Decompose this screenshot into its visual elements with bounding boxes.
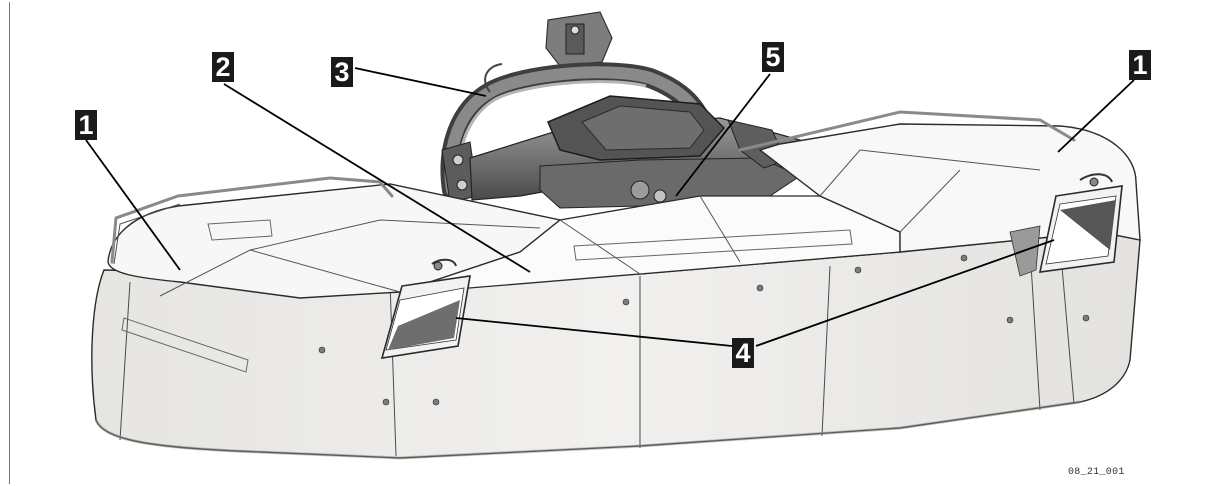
callout-3: 3 — [331, 57, 353, 87]
leader-line-5 — [675, 73, 771, 197]
callout-1-left: 1 — [75, 110, 97, 140]
leader-line-2 — [223, 83, 531, 273]
callout-2: 2 — [212, 52, 234, 82]
callout-1-right: 1 — [1129, 50, 1151, 80]
leader-line-1-left — [85, 139, 181, 271]
callout-4: 4 — [732, 338, 754, 368]
leader-lines — [85, 67, 1135, 347]
three-point-frame — [440, 11, 802, 209]
leader-line-3 — [354, 67, 487, 97]
warning-plate-left — [380, 258, 471, 359]
leader-line-4-right — [755, 239, 1055, 347]
page-margin-rule — [9, 2, 10, 484]
callout-5: 5 — [762, 42, 784, 72]
figure-id: 08_21_001 — [1068, 467, 1125, 478]
warning-plate-right — [1009, 173, 1123, 277]
leader-line-1-right — [1057, 79, 1135, 153]
leader-line-4-left — [455, 317, 733, 347]
